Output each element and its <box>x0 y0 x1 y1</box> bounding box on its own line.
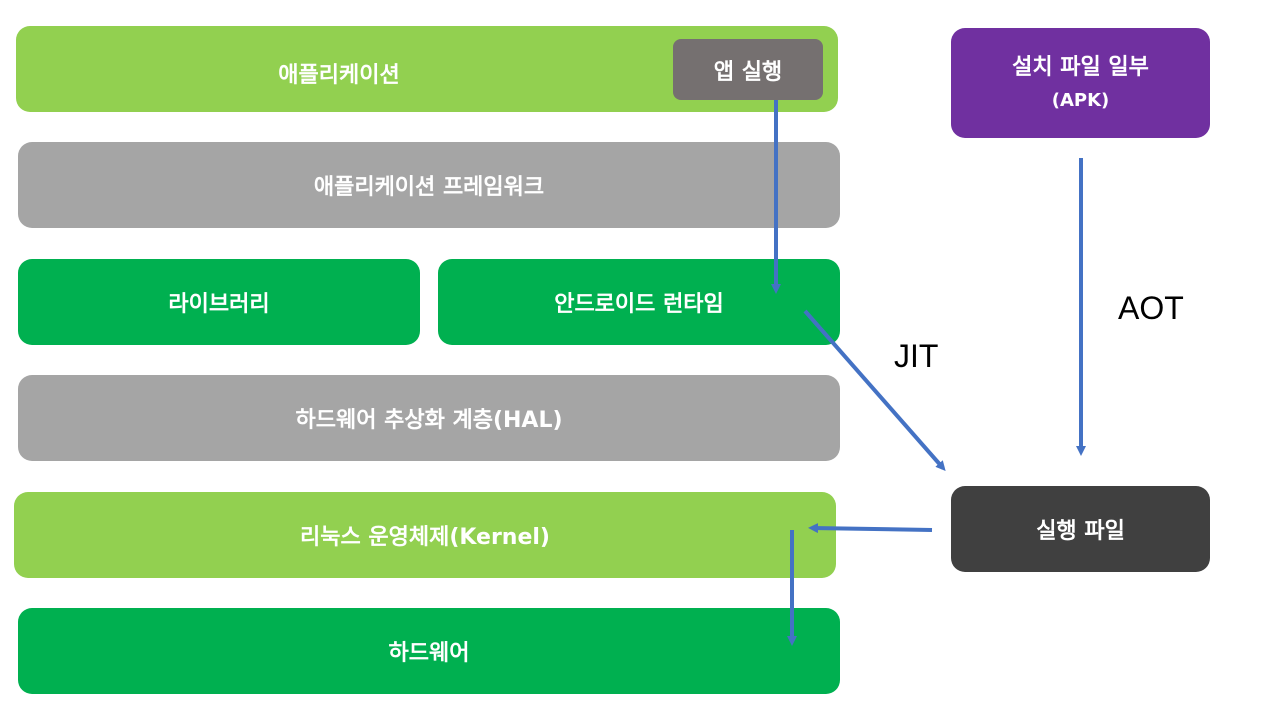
application-layer-label: 애플리케이션 <box>278 63 400 88</box>
apk-subtitle: (APK) <box>1051 89 1110 111</box>
hardware-layer: 하드웨어 <box>18 608 840 694</box>
executable-label: 실행 파일 <box>1036 519 1125 544</box>
libraries-layer: 라이브러리 <box>18 259 420 345</box>
android-runtime-label: 안드로이드 런타임 <box>554 292 724 317</box>
application-framework-label: 애플리케이션 프레임워크 <box>313 175 545 200</box>
kernel-label: 리눅스 운영체제(Kernel) <box>299 525 550 550</box>
apk-box: 설치 파일 일부 (APK) <box>951 28 1210 138</box>
kernel-layer: 리눅스 운영체제(Kernel) <box>14 492 836 578</box>
libraries-label: 라이브러리 <box>168 292 270 317</box>
hal-layer: 하드웨어 추상화 계층(HAL) <box>18 375 840 461</box>
executable-box: 실행 파일 <box>951 486 1210 572</box>
app-launch-label: 앱 실행 <box>713 59 783 85</box>
apk-title: 설치 파일 일부 <box>1012 55 1149 80</box>
hardware-label: 하드웨어 <box>388 641 470 666</box>
aot-label: AOT <box>1118 290 1184 326</box>
jit-label: JIT <box>894 338 939 374</box>
android-runtime-layer: 안드로이드 런타임 <box>438 259 840 345</box>
hal-label: 하드웨어 추상화 계층(HAL) <box>295 408 563 433</box>
application-framework-layer: 애플리케이션 프레임워크 <box>18 142 840 228</box>
app-launch-button[interactable]: 앱 실행 <box>673 39 823 100</box>
